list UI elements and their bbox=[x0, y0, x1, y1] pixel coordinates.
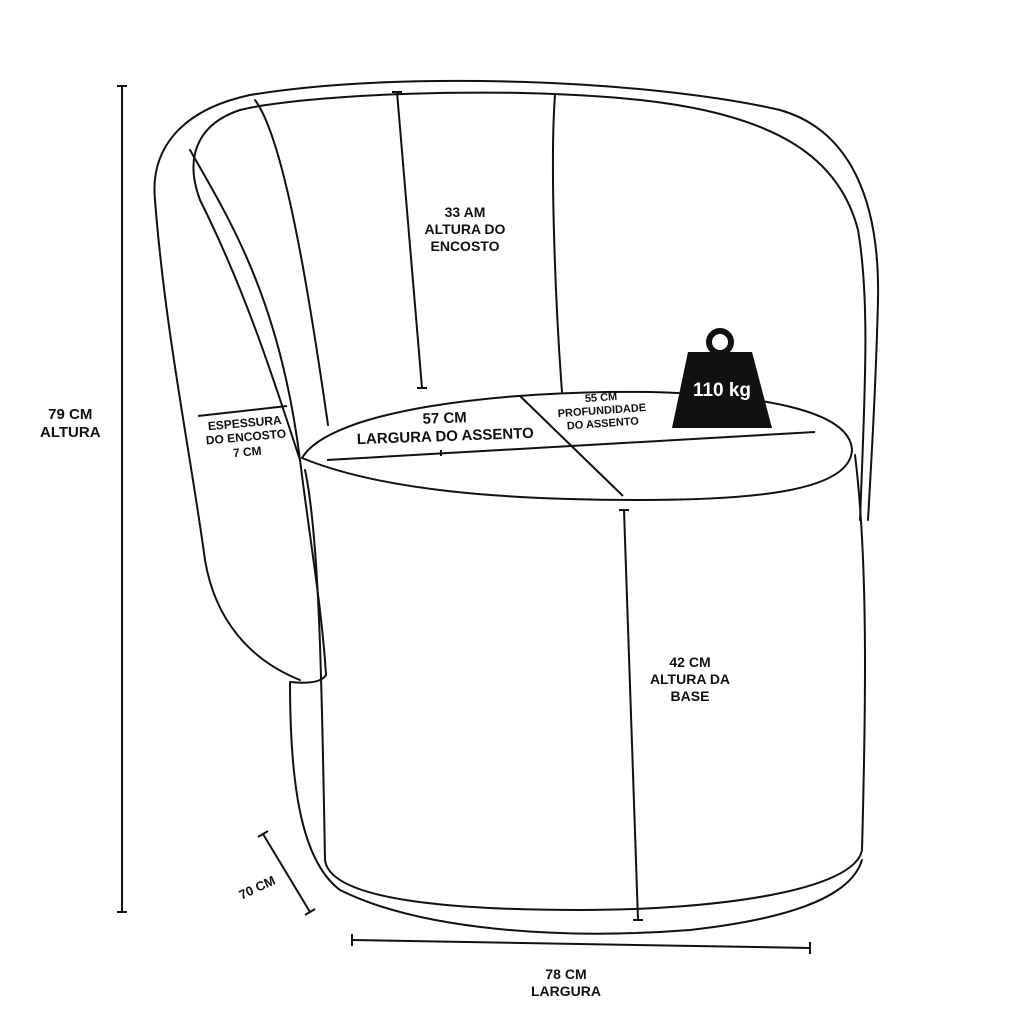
total-height-value: 79 CM bbox=[48, 406, 93, 423]
dim-width bbox=[351, 934, 811, 954]
dim-backrest-height bbox=[392, 91, 427, 389]
dim-depth bbox=[257, 830, 316, 916]
width-value: 78 CM bbox=[545, 966, 587, 982]
dim-base-height bbox=[619, 509, 643, 921]
back-seam-1 bbox=[254, 99, 329, 426]
width-text: LARGURA bbox=[531, 982, 601, 999]
chair-back-outer bbox=[153, 79, 880, 681]
backrest-height-text-2: ENCOSTO bbox=[430, 237, 500, 254]
chair-base bbox=[304, 454, 867, 911]
weight-capacity-label: 110 kg bbox=[692, 380, 752, 401]
base-height-value: 42 CM bbox=[669, 654, 711, 670]
dim-seat-depth bbox=[519, 395, 624, 497]
chair-back-inner bbox=[192, 91, 867, 521]
base-height-text-1: ALTURA DA bbox=[649, 670, 731, 687]
weight-icon bbox=[672, 328, 772, 428]
dim-total-height bbox=[117, 85, 127, 913]
total-height-text: ALTURA bbox=[40, 424, 101, 441]
back-seam-2 bbox=[551, 94, 563, 393]
backrest-height-text-1: ALTURA DO bbox=[424, 220, 506, 237]
armrest-left bbox=[189, 149, 327, 684]
seat-cushion bbox=[301, 390, 853, 501]
dim-backrest-thickness bbox=[197, 405, 288, 417]
chair-base-bottom bbox=[289, 681, 863, 935]
backrest-height-value: 33 AM bbox=[444, 204, 486, 220]
base-height-text-2: BASE bbox=[670, 687, 710, 704]
